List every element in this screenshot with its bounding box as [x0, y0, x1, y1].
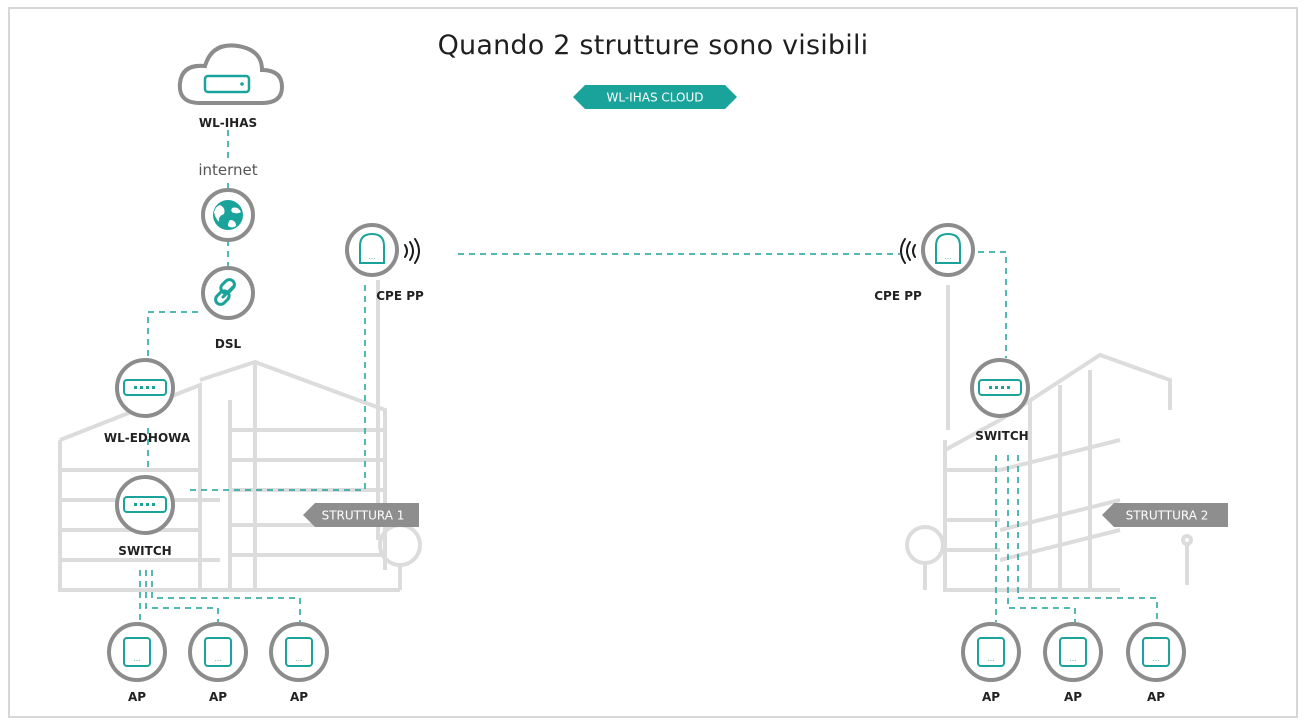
svg-text:...: ... — [1070, 655, 1077, 663]
internet-label: internet — [198, 161, 258, 179]
svg-text:...: ... — [134, 655, 141, 663]
wl-edhowa-label: WL-EDHOWA — [103, 431, 191, 445]
ap-label: AP — [1063, 690, 1083, 704]
diagram-frame — [8, 7, 1298, 718]
svg-text:...: ... — [988, 655, 995, 663]
diagram-title: Quando 2 strutture sono visibili — [437, 30, 869, 61]
wl-ihas-label: WL-IHAS — [198, 116, 258, 130]
building-left — [58, 359, 422, 592]
dsl-label: DSL — [214, 337, 242, 351]
ap-label: AP — [208, 690, 228, 704]
wifi-waves-icon-left — [404, 238, 420, 264]
cloud-tag: WL-IHAS CLOUD — [573, 85, 737, 109]
access-point-icon: ... ... ... ... ... ... — [107, 622, 1186, 682]
switch-left-label: SWITCH — [118, 544, 172, 558]
link-icon — [201, 266, 255, 320]
struttura-2-label: STRUTTURA 2 — [1126, 509, 1209, 523]
cloud-icon — [177, 43, 285, 105]
cloud-tag-label: WL-IHAS CLOUD — [607, 91, 704, 105]
ap-label: AP — [289, 690, 309, 704]
svg-text:...: ... — [945, 253, 952, 261]
struttura-1-label: STRUTTURA 1 — [322, 509, 405, 523]
building-right — [905, 352, 1193, 592]
struttura-1-tag: STRUTTURA 1 — [303, 503, 419, 527]
antenna-icon-left: ... — [345, 223, 399, 277]
struttura-2-tag: STRUTTURA 2 — [1102, 503, 1228, 527]
cpe-right-label: CPE PP — [874, 289, 922, 303]
ap-label: AP — [981, 690, 1001, 704]
svg-text:...: ... — [215, 655, 222, 663]
switch-icon-right — [970, 358, 1030, 418]
antenna-icon-right: ... — [921, 223, 975, 277]
globe-icon — [201, 188, 255, 242]
cpe-left-label: CPE PP — [376, 289, 424, 303]
switch-right-label: SWITCH — [975, 429, 1029, 443]
switch-icon-left — [115, 475, 175, 535]
switch-icon-edhowa — [115, 358, 175, 418]
ap-label: AP — [127, 690, 147, 704]
svg-text:...: ... — [369, 253, 376, 261]
svg-text:...: ... — [1153, 655, 1160, 663]
wifi-waves-icon-right — [900, 238, 916, 264]
svg-text:...: ... — [296, 655, 303, 663]
ap-label: AP — [1146, 690, 1166, 704]
